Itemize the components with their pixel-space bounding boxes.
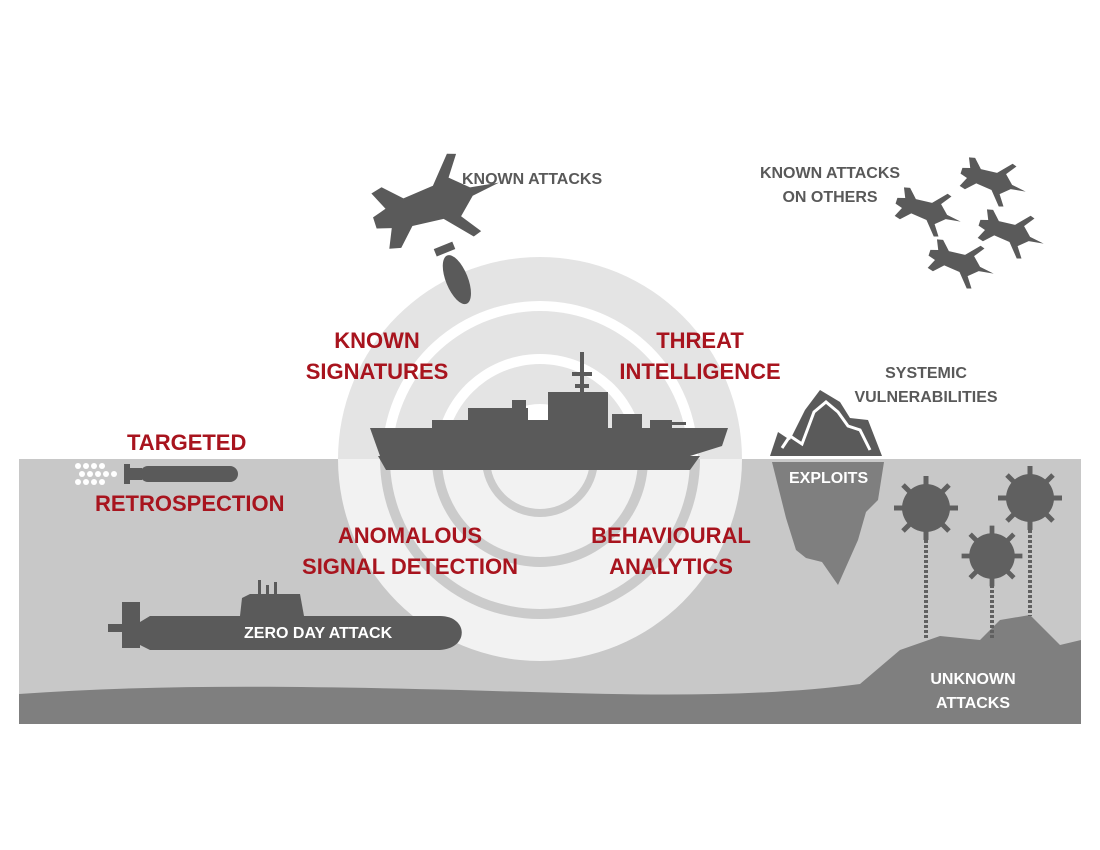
- label-line: SIGNATURES: [305, 359, 449, 384]
- sea-mine-icon: [962, 526, 1023, 640]
- label-targeted: TARGETED: [127, 430, 247, 455]
- label-known-signatures: KNOWN SIGNATURES: [297, 330, 457, 383]
- label-line: THREAT: [656, 328, 744, 353]
- label-line: INTELLIGENCE: [619, 359, 781, 384]
- label-line: VULNERABILITIES: [854, 389, 998, 406]
- label-anomalous-signal-detection: ANOMALOUS SIGNAL DETECTION: [300, 525, 520, 578]
- fighter-jet-icon: [972, 201, 1051, 265]
- label-systemic-vulnerabilities: SYSTEMIC VULNERABILITIES: [846, 366, 1006, 406]
- iceberg-icon: [770, 390, 884, 585]
- fighter-jet-icon: [361, 141, 513, 265]
- sea-mine-icon: [998, 466, 1062, 616]
- label-threat-intelligence: THREAT INTELLIGENCE: [615, 330, 785, 383]
- bomb-icon: [433, 241, 471, 305]
- label-line: UNKNOWN: [930, 671, 1016, 688]
- label-line: KNOWN ATTACKS: [759, 165, 901, 182]
- label-zero-day-attack: ZERO DAY ATTACK: [244, 625, 393, 642]
- label-line: ATTACKS: [935, 695, 1011, 712]
- label-unknown-attacks: UNKNOWN ATTACKS: [923, 672, 1023, 712]
- label-line: BEHAVIOURAL: [591, 523, 751, 548]
- label-line: ON OTHERS: [782, 189, 878, 206]
- label-exploits: EXPLOITS: [789, 470, 869, 487]
- detection-rings-below: [338, 459, 742, 661]
- label-retrospection: RETROSPECTION: [95, 491, 285, 516]
- warship-icon: [370, 352, 728, 470]
- label-line: ANALYTICS: [609, 554, 733, 579]
- label-line: SIGNAL DETECTION: [302, 554, 518, 579]
- seabed: [19, 615, 1081, 724]
- label-line: SYSTEMIC: [885, 365, 967, 382]
- torpedo-icon: [75, 463, 238, 485]
- submarine-icon: [108, 580, 462, 650]
- fighter-jet-icon: [954, 149, 1033, 213]
- label-behavioural-analytics: BEHAVIOURAL ANALYTICS: [585, 525, 757, 578]
- label-known-attacks-on-others: KNOWN ATTACKS ON OTHERS: [745, 166, 915, 206]
- fighter-jet-icon: [922, 231, 1001, 295]
- label-line: KNOWN: [334, 328, 420, 353]
- label-line: ANOMALOUS: [337, 523, 483, 548]
- label-known-attacks: KNOWN ATTACKS: [462, 171, 603, 188]
- sea-mine-icon: [894, 476, 958, 640]
